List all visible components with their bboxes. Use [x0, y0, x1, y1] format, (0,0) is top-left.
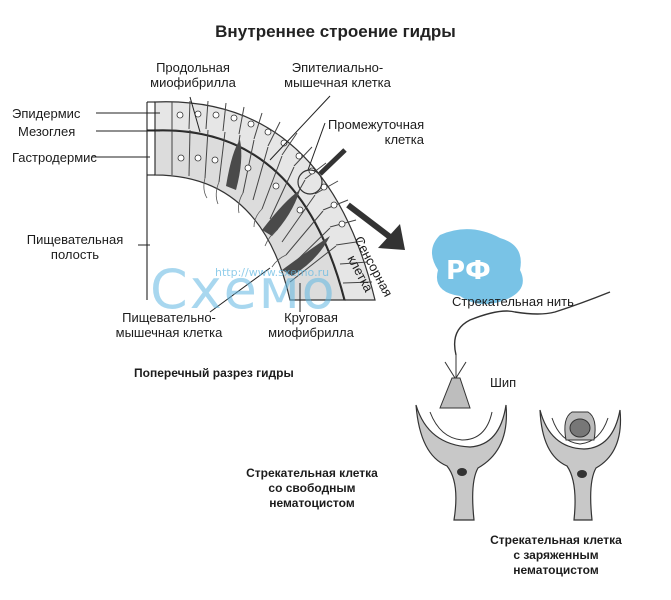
diagram-title: Внутреннее строение гидры	[215, 22, 456, 41]
magnifier-handle	[318, 148, 347, 176]
label-mesoglea: Мезоглея	[18, 124, 76, 139]
label-stinging-thread: Стрекательная нить	[452, 294, 574, 309]
body-wall-cross-section	[154, 100, 376, 301]
watermark-word: Схемо	[150, 258, 337, 321]
zoom-arrow	[346, 202, 405, 250]
watermark-badge: РФ	[446, 256, 491, 286]
label-epidermis: Эпидермис	[12, 106, 81, 121]
cnidocyte-charged	[539, 409, 622, 521]
label-spike: Шип	[490, 375, 517, 390]
layer-brackets	[146, 101, 155, 300]
label-digestive-muscle-cell: Пищевательно-мышечная клетка	[115, 310, 223, 340]
label-gastrodermis: Гастродермис	[12, 150, 97, 165]
watermark-logo	[431, 229, 523, 305]
watermark-site: http://www.sxemo.ru	[215, 266, 330, 279]
caption-cross-section: Поперечный разрез гидры	[134, 366, 294, 380]
magnifier-circle	[297, 169, 323, 195]
cnidocyte-discharged	[415, 291, 611, 521]
label-epithelial-muscle-cell: Эпителиально-мышечная клетка	[284, 60, 391, 90]
leader-lines	[92, 95, 331, 313]
